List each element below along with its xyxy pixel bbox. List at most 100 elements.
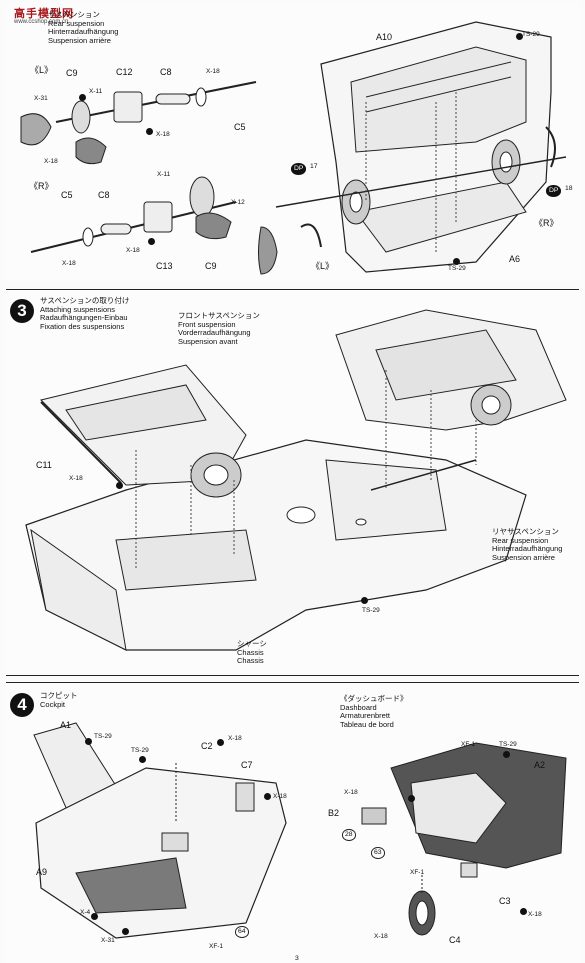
screw-label: X-18 bbox=[273, 793, 287, 800]
step-2-title-fr: Suspension arrière bbox=[48, 35, 111, 45]
callout-63: 63 bbox=[371, 847, 385, 859]
step-2-title-ja: サスペンション bbox=[48, 10, 100, 19]
screw-marker bbox=[122, 928, 129, 935]
part-label: C9 bbox=[205, 261, 217, 271]
screw-marker bbox=[453, 258, 460, 265]
step-2-header: サスペンション Rear suspension Hinterradaufhäng… bbox=[48, 10, 119, 45]
step-number: 4 bbox=[10, 693, 34, 717]
watermark-logo: 高手模型网 bbox=[14, 8, 74, 20]
chassis-de: Chassis bbox=[237, 656, 264, 666]
rear-fr: Suspension arrière bbox=[492, 552, 555, 562]
callout-64: 64 bbox=[235, 926, 249, 938]
part-label: C8 bbox=[98, 190, 110, 200]
screw-label: TS-29 bbox=[522, 31, 540, 38]
step-4-header: コクピット Cockpit bbox=[40, 691, 78, 709]
front-en: Front suspension bbox=[178, 319, 236, 329]
part-label: A6 bbox=[509, 254, 521, 264]
step-3-title-ja: サスペンションの取り付け bbox=[40, 296, 130, 305]
dp-badge: DP bbox=[546, 185, 562, 197]
screw-marker bbox=[139, 756, 146, 763]
screw-marker bbox=[79, 94, 86, 101]
screw-marker bbox=[85, 738, 92, 745]
step-3-header: サスペンションの取り付け Attaching suspensions Radau… bbox=[40, 296, 130, 331]
watermark-url: www.ccshop.com.cn bbox=[14, 19, 69, 25]
suspension-attach-drawing bbox=[25, 309, 567, 651]
part-label: C13 bbox=[156, 261, 173, 271]
step-3-title-de: Radaufhängungen-Einbau bbox=[40, 313, 128, 323]
screw-label: X-31 bbox=[34, 95, 48, 102]
right-marker-2: 《R》 bbox=[534, 218, 559, 228]
screw-label: X-31 bbox=[101, 937, 115, 944]
step-3-title-en: Attaching suspensions bbox=[40, 304, 116, 314]
step-4-panel: 4 コクピット Cockpit 《ダッシュボード》 Dashboard Arma… bbox=[6, 682, 579, 963]
cockpit-drawing bbox=[33, 722, 567, 939]
screw-marker bbox=[146, 128, 153, 135]
screw-label: TS-29 bbox=[499, 741, 517, 748]
callout-28: 28 bbox=[342, 829, 356, 841]
step-3-title-fr: Fixation des suspensions bbox=[40, 321, 125, 331]
step-2-title-en: Rear suspension bbox=[48, 18, 105, 28]
part-label: A2 bbox=[534, 760, 546, 770]
screw-label: X-11 bbox=[157, 171, 171, 178]
page-number: 3 bbox=[295, 955, 299, 962]
dash-en: Dashboard bbox=[340, 702, 377, 712]
front-fr: Suspension avant bbox=[178, 336, 238, 346]
part-label: C12 bbox=[116, 67, 133, 77]
part-label: C4 bbox=[449, 935, 461, 945]
dp-badge: DP bbox=[291, 163, 307, 175]
rear-ja: リヤサスペンション bbox=[492, 527, 559, 536]
screw-label: TS-29 bbox=[131, 747, 149, 754]
part-label: C7 bbox=[241, 760, 253, 770]
dash-de: Armaturenbrett bbox=[340, 711, 391, 721]
screw-marker bbox=[264, 793, 271, 800]
rear-suspension-label: リヤサスペンション Rear suspension Hinterradaufhä… bbox=[492, 527, 563, 562]
part-label: C9 bbox=[66, 68, 78, 78]
screw-label: X-12 bbox=[231, 199, 245, 206]
part-label: C5 bbox=[61, 190, 73, 200]
part-c11: C11 bbox=[36, 460, 52, 470]
rear-suspension-drawing bbox=[20, 21, 567, 275]
step-2-title-de: Hinterradaufhängung bbox=[48, 27, 119, 37]
step-2-panel: 高手模型网 www.ccshop.com.cn サスペンション Rear sus… bbox=[6, 2, 579, 282]
dashboard-label: 《ダッシュボード》 Dashboard Armaturenbrett Table… bbox=[340, 694, 408, 729]
step-3-panel: 3 サスペンションの取り付け Attaching suspensions Rad… bbox=[6, 289, 579, 676]
front-de: Vorderradaufhängung bbox=[178, 328, 251, 338]
part-label: C2 bbox=[201, 741, 213, 751]
part-label: C5 bbox=[234, 122, 246, 132]
screw-marker bbox=[217, 739, 224, 746]
screw-label: X-18 bbox=[62, 260, 76, 267]
part-label: A10 bbox=[376, 32, 393, 42]
front-suspension-label: フロントサスペンション Front suspension Vorderradau… bbox=[178, 311, 260, 346]
dp-number: 18 bbox=[565, 185, 573, 192]
part-label: B2 bbox=[328, 808, 340, 818]
screw-label: X-18 bbox=[156, 131, 170, 138]
screw-marker bbox=[148, 238, 155, 245]
chassis-ja: シャーシ bbox=[237, 639, 267, 648]
screw-label: TS-29 bbox=[448, 265, 466, 272]
right-marker: 《R》 bbox=[29, 181, 54, 191]
part-label: A9 bbox=[36, 867, 48, 877]
dash-ja: 《ダッシュボード》 bbox=[340, 694, 408, 703]
ts29-label: TS-29 bbox=[362, 607, 380, 614]
chassis-label: シャーシ Chassis Chassis bbox=[237, 639, 267, 666]
screw-label: X-18 bbox=[228, 735, 242, 742]
screw-label: X-18 bbox=[126, 247, 140, 254]
step-number: 3 bbox=[10, 299, 34, 323]
screw-label: XF-1 bbox=[461, 741, 476, 748]
screw-label: XF-1 bbox=[209, 943, 224, 950]
rear-en: Rear suspension bbox=[492, 535, 549, 545]
part-label: C8 bbox=[160, 67, 172, 77]
dash-fr: Tableau de bord bbox=[340, 719, 394, 729]
screw-label: X-18 bbox=[528, 911, 542, 918]
screw-label: X-18 bbox=[344, 789, 358, 796]
screw-marker bbox=[408, 795, 415, 802]
front-ja: フロントサスペンション bbox=[178, 311, 260, 320]
screw-marker bbox=[91, 913, 98, 920]
part-label: A1 bbox=[60, 720, 72, 730]
screw-label: X-11 bbox=[89, 88, 103, 95]
rear-de: Hinterradaufhängung bbox=[492, 544, 563, 554]
screw-marker bbox=[503, 751, 510, 758]
left-marker-2: 《L》 bbox=[311, 261, 335, 271]
left-marker: 《L》 bbox=[30, 65, 54, 75]
